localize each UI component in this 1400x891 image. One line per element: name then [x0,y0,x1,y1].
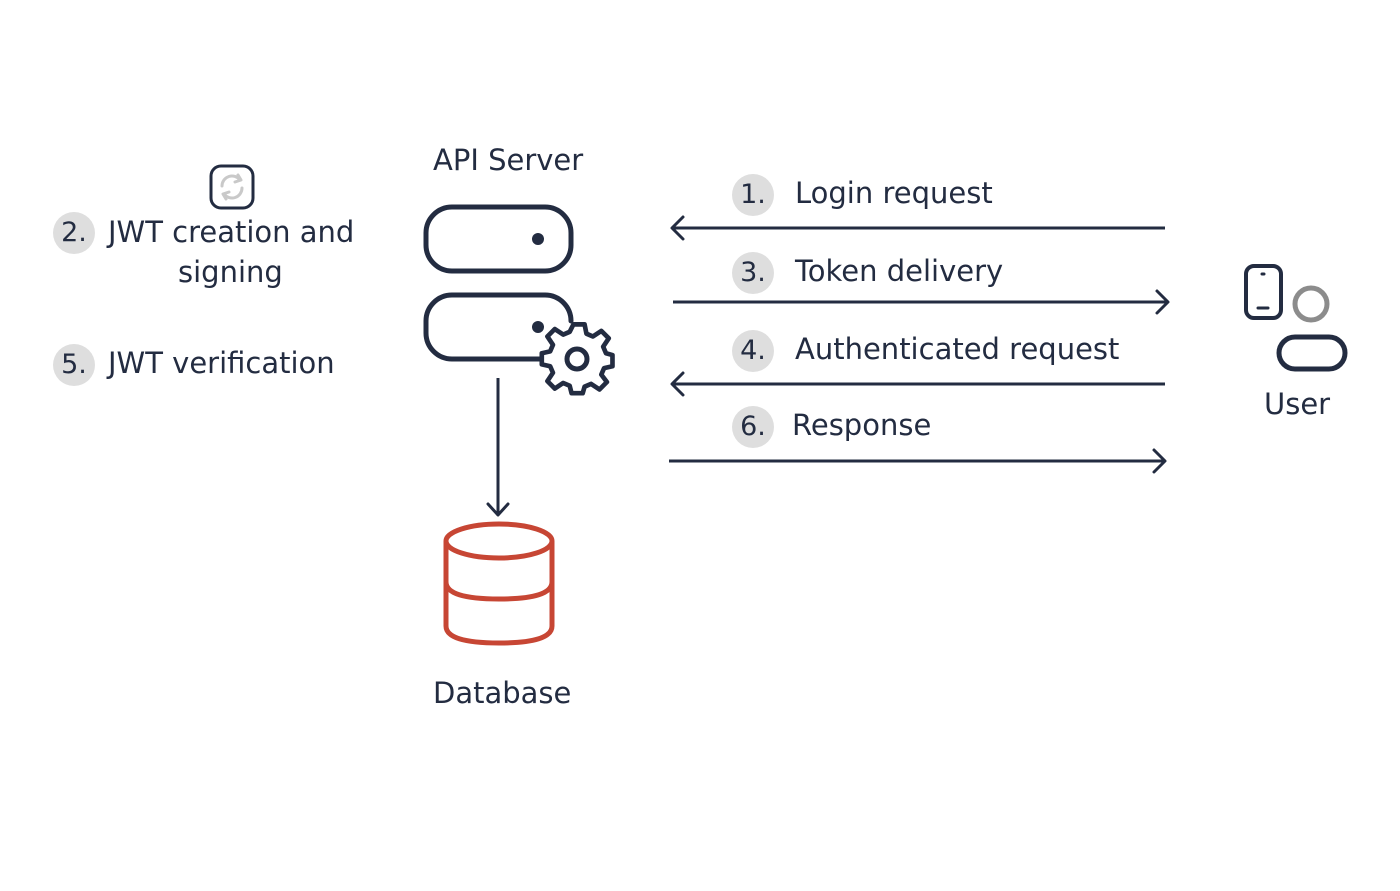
step-2-label-line1: JWT creation and [108,215,355,249]
step-5-badge: 5. [53,344,95,386]
step-6-badge: 6. [732,406,774,448]
server-title: API Server [433,143,584,177]
refresh-icon [209,164,255,210]
login-request-arrow [670,215,1165,241]
token-delivery-arrow [673,289,1170,315]
server-to-database-arrow [486,378,510,517]
step-1-label: Login request [795,176,993,210]
phone-icon [1244,264,1283,320]
server-icon [423,204,574,362]
step-2-badge: 2. [53,212,95,254]
step-6-label: Response [792,408,932,442]
step-4-badge: 4. [732,330,774,372]
database-label: Database [433,676,572,710]
step-1-badge: 1. [732,174,774,216]
step-3-badge: 3. [732,252,774,294]
step-5-label: JWT verification [108,346,335,380]
user-label: User [1264,387,1331,421]
gear-icon [539,322,615,396]
authenticated-request-arrow [670,371,1165,397]
user-icon [1276,285,1348,372]
step-3-label: Token delivery [795,254,1004,288]
response-arrow [669,448,1167,474]
step-4-label: Authenticated request [795,332,1120,366]
database-icon [443,521,555,646]
step-2-label-line2: signing [178,255,283,289]
